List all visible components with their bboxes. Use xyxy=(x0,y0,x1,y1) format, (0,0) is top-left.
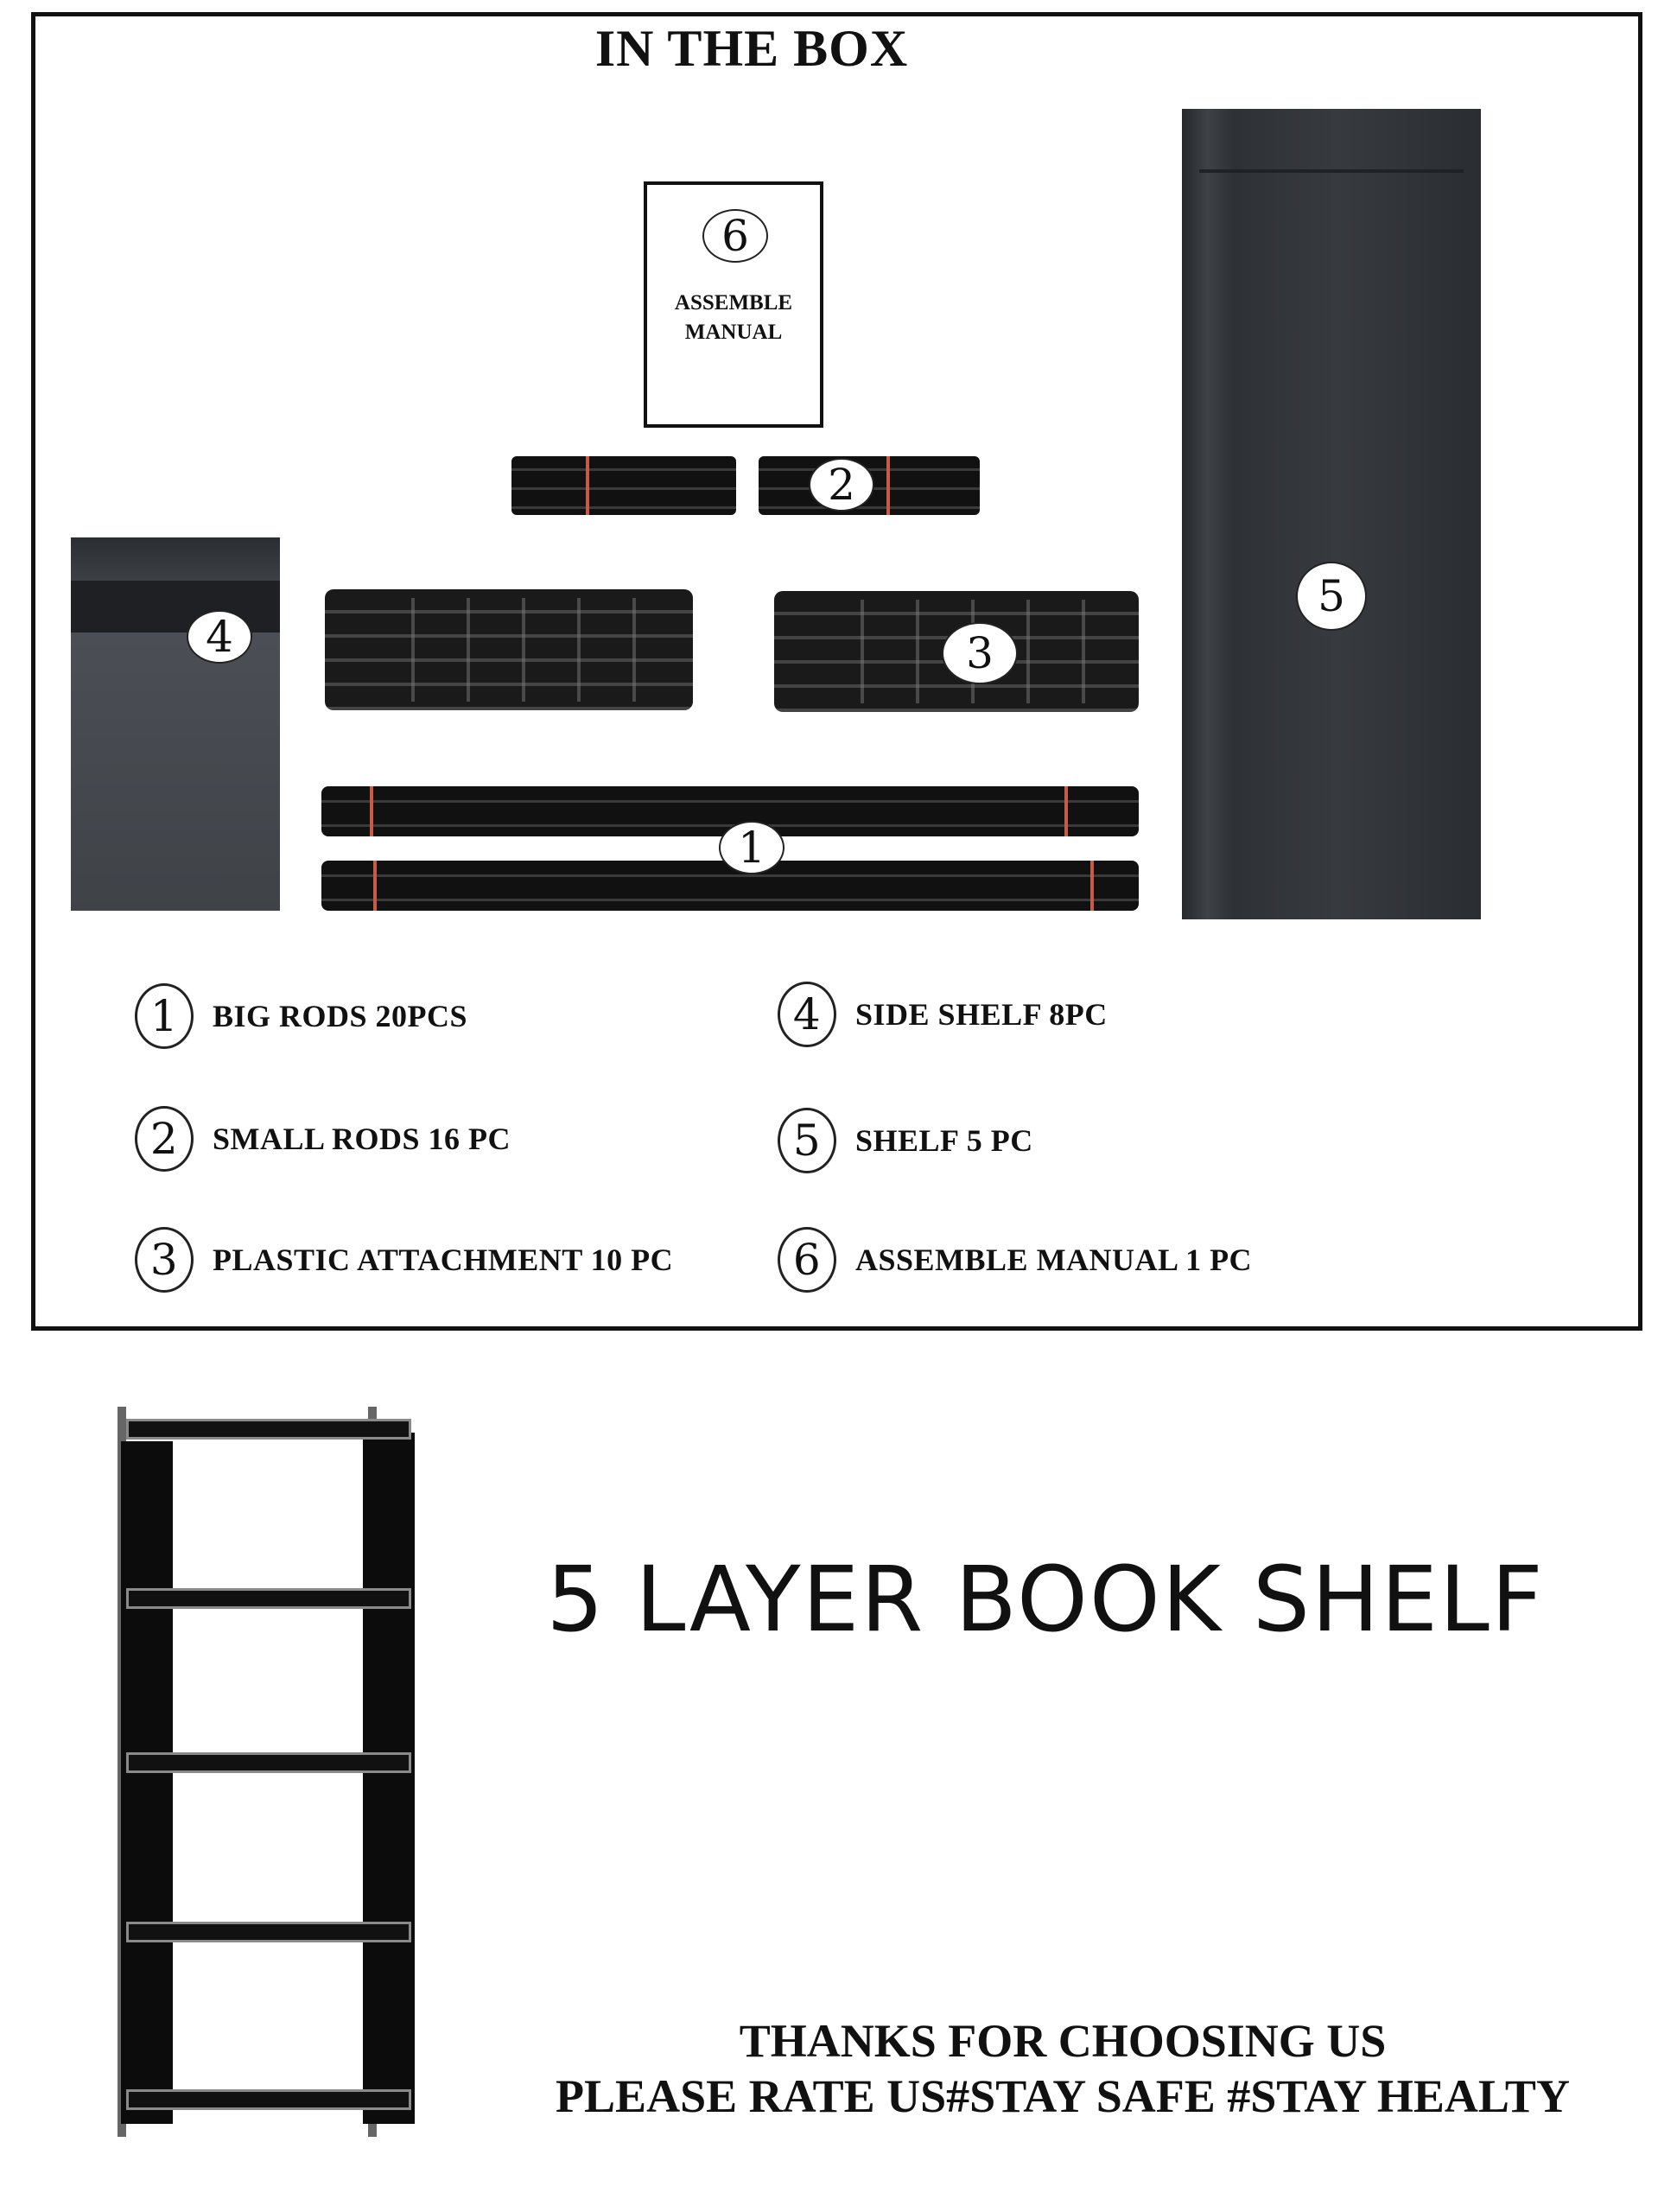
small-rods-bundle-left xyxy=(511,456,736,515)
rubber-band xyxy=(370,786,373,836)
big-rods-number-badge: 1 xyxy=(719,821,785,874)
rubber-band xyxy=(886,456,890,515)
big-rods-bundle-bottom xyxy=(321,861,1139,911)
legend-number: 1 xyxy=(135,983,194,1049)
legend-item-shelf: 5 SHELF 5 PC xyxy=(778,1108,1033,1173)
manual-label: ASSEMBLE MANUAL xyxy=(674,291,793,344)
side-panel xyxy=(363,1433,415,2124)
legend-text: SHELF 5 PC xyxy=(855,1123,1033,1158)
box-title: IN THE BOX xyxy=(594,20,909,77)
plastic-attachment-number-badge: 3 xyxy=(942,622,1018,684)
shelf-layer xyxy=(126,1419,411,1440)
legend-text: SIDE SHELF 8PC xyxy=(855,997,1108,1032)
legend-item-side-shelf: 4 SIDE SHELF 8PC xyxy=(778,982,1108,1047)
legend-item-plastic-attachment: 3 PLASTIC ATTACHMENT 10 PC xyxy=(135,1227,673,1293)
legend-number: 5 xyxy=(778,1108,836,1173)
shelf-layer xyxy=(126,1922,411,1942)
bookshelf-illustration xyxy=(109,1407,429,2137)
rubber-band xyxy=(373,861,377,911)
side-shelf-number-badge: 4 xyxy=(187,610,252,664)
shelf-panel-image xyxy=(1182,109,1481,919)
legend-number: 4 xyxy=(778,982,836,1047)
side-shelf-image xyxy=(71,537,280,911)
side-panel xyxy=(121,1441,173,2124)
legend-text: BIG RODS 20PCS xyxy=(213,999,468,1033)
shelf-layer xyxy=(126,1752,411,1773)
manual-number-badge: 6 xyxy=(702,209,768,263)
legend-number: 2 xyxy=(135,1106,194,1172)
legend-number: 6 xyxy=(778,1227,836,1293)
legend-number: 3 xyxy=(135,1227,194,1293)
rubber-band xyxy=(1064,786,1068,836)
assemble-manual-card: 6 ASSEMBLE MANUAL xyxy=(644,181,823,428)
product-title: 5 LAYER BOOK SHELF xyxy=(546,1547,1545,1652)
legend-text: SMALL RODS 16 PC xyxy=(213,1122,511,1156)
thanks-message: THANKS FOR CHOOSING US PLEASE RATE US#ST… xyxy=(484,2013,1642,2124)
rubber-band xyxy=(1090,861,1094,911)
rubber-band xyxy=(586,456,589,515)
shelf-layer xyxy=(126,2089,411,2110)
thanks-line-1: THANKS FOR CHOOSING US xyxy=(739,2015,1387,2067)
shelf-number-badge: 5 xyxy=(1296,562,1367,631)
shelf-layer xyxy=(126,1588,411,1609)
plastic-attachment-bundle-left xyxy=(325,589,693,710)
legend-text: PLASTIC ATTACHMENT 10 PC xyxy=(213,1243,674,1277)
legend-item-assemble-manual: 6 ASSEMBLE MANUAL 1 PC xyxy=(778,1227,1252,1293)
thanks-line-2: PLEASE RATE US#STAY SAFE #STAY HEALTY xyxy=(556,2070,1570,2122)
legend-item-big-rods: 1 BIG RODS 20PCS xyxy=(135,983,467,1049)
small-rods-bundle-right xyxy=(759,456,980,515)
legend-text: ASSEMBLE MANUAL 1 PC xyxy=(855,1243,1253,1277)
legend-item-small-rods: 2 SMALL RODS 16 PC xyxy=(135,1106,511,1172)
in-the-box-frame xyxy=(31,12,1642,1331)
small-rods-number-badge: 2 xyxy=(809,458,874,512)
